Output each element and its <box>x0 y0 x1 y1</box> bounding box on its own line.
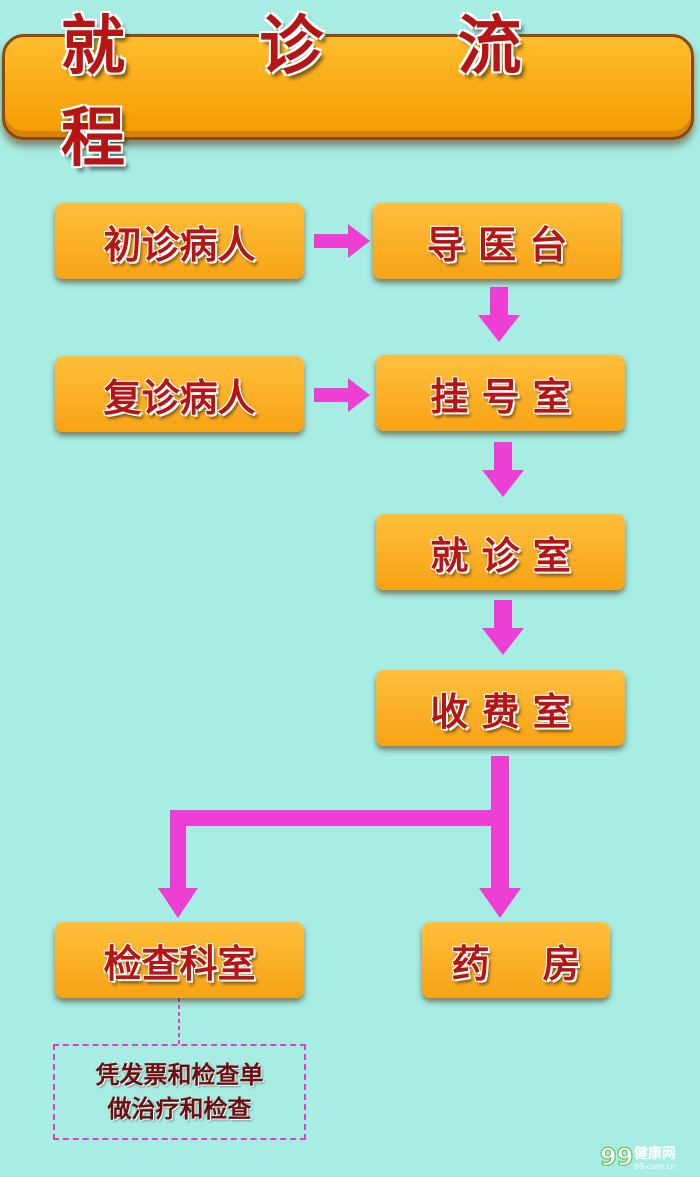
node-return-visit-label: 复诊病人 <box>103 375 256 420</box>
node-consult-room: 就 诊 室 <box>376 514 625 590</box>
node-first-visit: 初诊病人 <box>55 203 304 279</box>
exam-note-line1: 凭发票和检查单 <box>95 1061 264 1089</box>
arrow-to-exam <box>158 810 198 918</box>
arrow-split-trunk <box>491 756 509 826</box>
watermark-logo: 99 健康网 99.com.cn <box>599 1142 676 1171</box>
node-registration-label: 挂 号 室 <box>430 374 571 419</box>
arrow-to-pharmacy <box>479 820 521 918</box>
node-consult-room-label: 就 诊 室 <box>430 533 571 578</box>
node-exam-dept: 检查科室 <box>55 922 304 998</box>
arrow-consult-to-cashier <box>482 600 524 655</box>
exam-note: 凭发票和检查单 做治疗和检查 <box>53 1044 306 1140</box>
node-guide-desk: 导 医 台 <box>373 203 621 279</box>
node-guide-desk-label: 导 医 台 <box>426 222 568 267</box>
watermark-mark: 99 <box>600 1143 633 1171</box>
node-first-visit-label: 初诊病人 <box>103 222 256 267</box>
node-pharmacy: 药 房 <box>422 922 610 998</box>
node-exam-dept-label: 检查科室 <box>103 941 256 986</box>
arrow-registration-to-consult <box>482 442 524 497</box>
arrow-return-to-registration <box>314 378 370 412</box>
node-pharmacy-label: 药 房 <box>451 941 581 986</box>
node-cashier-label: 收 费 室 <box>430 689 571 734</box>
watermark-brand: 健康网 <box>634 1145 676 1162</box>
arrow-guide-to-registration <box>478 287 520 342</box>
node-cashier: 收 费 室 <box>376 670 625 746</box>
exam-note-line2: 做治疗和检查 <box>107 1095 252 1123</box>
node-return-visit: 复诊病人 <box>55 356 304 432</box>
watermark-domain: 99.com.cn <box>634 1162 676 1171</box>
arrow-split-bar <box>170 810 509 826</box>
arrow-first-to-guide <box>314 224 370 258</box>
node-registration: 挂 号 室 <box>376 355 625 431</box>
